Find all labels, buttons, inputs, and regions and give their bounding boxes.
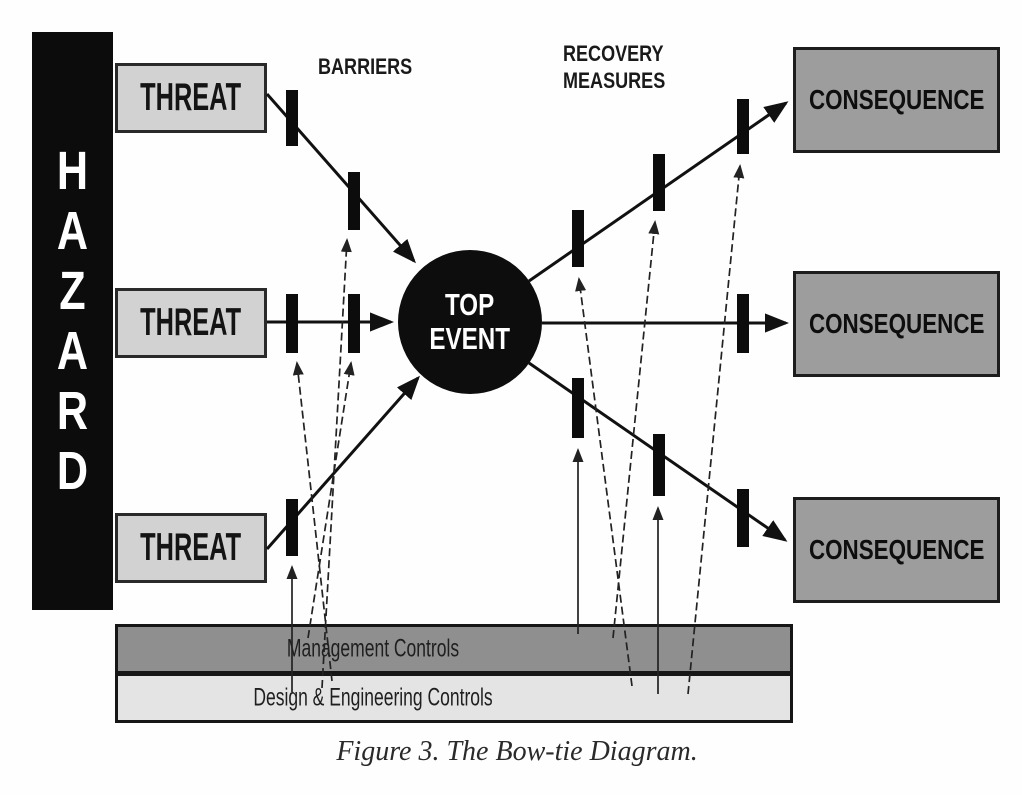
barrier-mark bbox=[348, 294, 360, 353]
management-controls-label: Management Controls bbox=[287, 634, 460, 663]
recovery-mark bbox=[653, 154, 665, 211]
control-arrow bbox=[612, 220, 660, 639]
hazard-letter: Z bbox=[59, 261, 86, 321]
barrier-mark bbox=[348, 172, 360, 230]
threat-label: THREAT bbox=[140, 301, 242, 344]
recovery-mark bbox=[737, 489, 749, 547]
consequence-box-3: CONSEQUENCE bbox=[793, 497, 1000, 603]
barrier-mark bbox=[286, 90, 298, 146]
recovery-mark bbox=[572, 210, 584, 267]
top-event-label-line1: TOP bbox=[445, 287, 495, 322]
threat-box-1: THREAT bbox=[115, 63, 267, 133]
recovery-mark bbox=[737, 99, 749, 154]
threat-arrows bbox=[265, 93, 420, 550]
control-arrows bbox=[286, 164, 745, 695]
consequence-arrows bbox=[528, 101, 789, 542]
hazard-letter: D bbox=[56, 441, 89, 501]
consequence-label: CONSEQUENCE bbox=[808, 534, 985, 565]
barrier-mark bbox=[286, 294, 298, 353]
barrier-marks bbox=[286, 90, 360, 556]
threat-box-3: THREAT bbox=[115, 513, 267, 583]
control-arrow bbox=[307, 361, 355, 639]
consequence-3-arrow bbox=[528, 361, 788, 542]
threat-box-2: THREAT bbox=[115, 288, 267, 358]
hazard-letter: H bbox=[56, 141, 89, 201]
consequence-label: CONSEQUENCE bbox=[808, 308, 985, 339]
control-arrow bbox=[687, 164, 745, 695]
design-controls-label: Design & Engineering Controls bbox=[253, 683, 494, 712]
top-event-node: TOP EVENT bbox=[398, 250, 542, 394]
threat-label: THREAT bbox=[140, 526, 242, 569]
consequence-box-2: CONSEQUENCE bbox=[793, 271, 1000, 377]
figure-caption: Figure 3. The Bow-tie Diagram. bbox=[336, 736, 698, 767]
barrier-mark bbox=[286, 499, 298, 556]
barriers-label-text: BARRIERS bbox=[318, 54, 413, 79]
threat-3-arrow bbox=[265, 375, 420, 550]
recovery-label-line1: RECOVERY bbox=[563, 41, 664, 66]
barriers-label: BARRIERS bbox=[318, 53, 433, 80]
recovery-marks bbox=[572, 99, 749, 547]
recovery-label-line2: MEASURES bbox=[563, 68, 666, 93]
top-event-label-line2: EVENT bbox=[429, 321, 511, 356]
hazard-letter: R bbox=[56, 381, 89, 441]
recovery-measures-label: RECOVERY MEASURES bbox=[563, 40, 688, 94]
management-controls-bar: Management Controls bbox=[115, 624, 793, 674]
threat-label: THREAT bbox=[140, 76, 242, 119]
consequence-1-arrow bbox=[528, 101, 789, 283]
consequence-label: CONSEQUENCE bbox=[808, 84, 985, 115]
recovery-mark bbox=[737, 294, 749, 353]
threat-1-arrow bbox=[265, 93, 416, 264]
recovery-mark bbox=[572, 378, 584, 438]
consequence-box-1: CONSEQUENCE bbox=[793, 47, 1000, 153]
hazard-letter: A bbox=[56, 321, 89, 381]
hazard-letter: A bbox=[56, 201, 89, 261]
recovery-mark bbox=[653, 434, 665, 496]
hazard-bar: H A Z A R D bbox=[32, 32, 113, 610]
design-controls-bar: Design & Engineering Controls bbox=[115, 673, 793, 723]
control-arrow bbox=[321, 238, 352, 689]
